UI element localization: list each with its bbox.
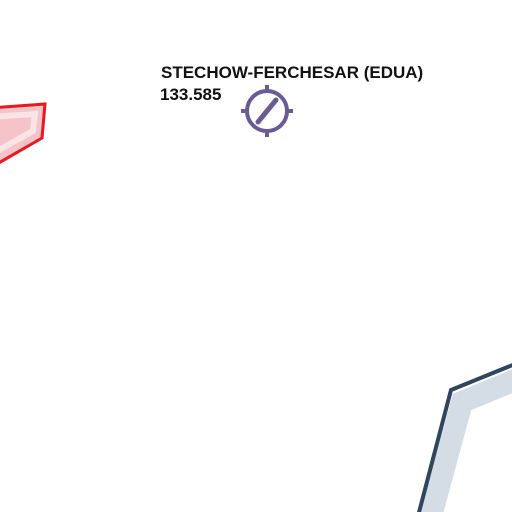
airfield-symbol-graphic bbox=[241, 85, 293, 137]
restricted-airspace-inner-band bbox=[0, 110, 39, 153]
restricted-airspace-area[interactable] bbox=[0, 102, 47, 168]
airfield-runway-symbol-icon[interactable] bbox=[241, 85, 293, 137]
controlled-airspace-area[interactable] bbox=[417, 362, 512, 512]
controlled-airspace-band bbox=[420, 369, 512, 512]
restricted-airspace-border bbox=[0, 102, 47, 164]
airfield-name-label: STECHOW-FERCHESAR (EDUA) bbox=[161, 63, 424, 82]
controlled-airspace-border bbox=[417, 363, 512, 512]
airfield-frequency-label: 133.585 bbox=[160, 85, 222, 104]
